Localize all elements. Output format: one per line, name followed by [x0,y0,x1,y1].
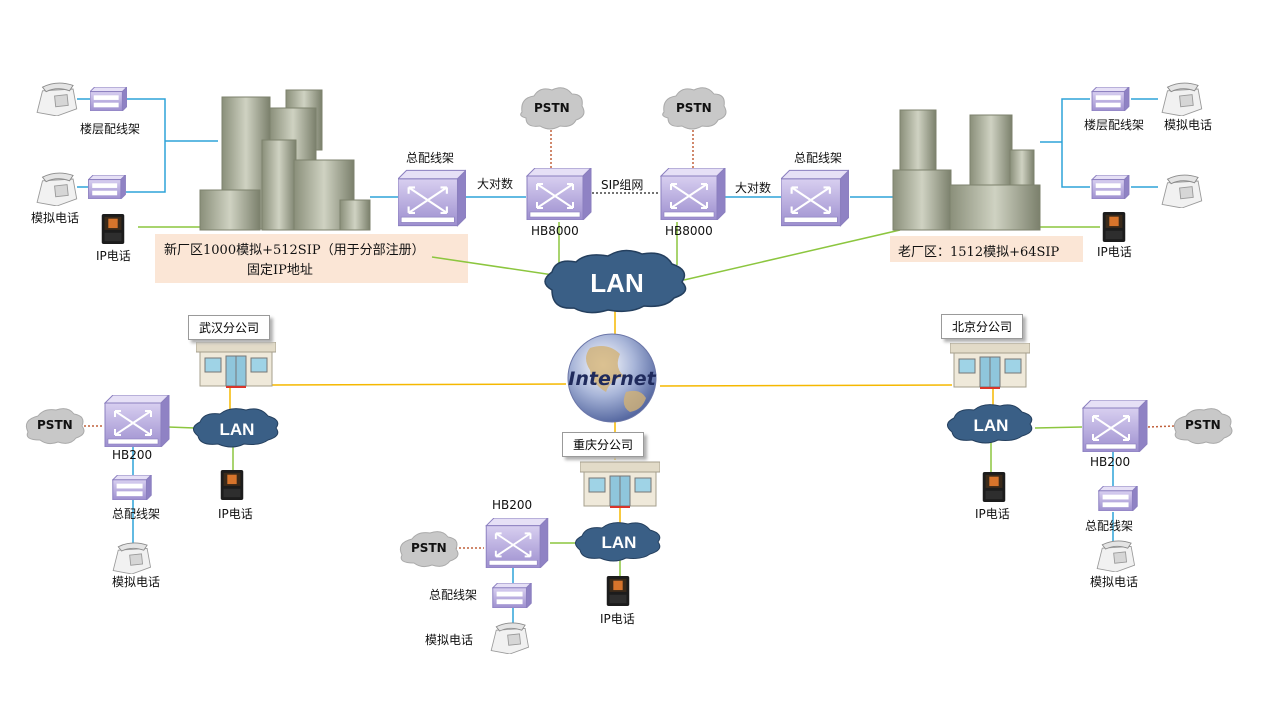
wuhan-pstn-label: PSTN [37,418,73,432]
new-area-label-line1: 新厂区1000模拟+512SIP（用于分部注册） [164,243,425,258]
chongqing-ip-phone-label: IP电话 [600,612,635,626]
chongqing-title: 重庆分公司 [562,432,645,457]
hq-lan-label: LAN [590,268,644,298]
left-hb8000-icon [526,168,592,220]
chongqing-ip-phone-icon [606,576,630,606]
right-main-rack-icon [781,169,849,227]
left-floor-rack-label: 楼层配线架 [80,122,141,136]
left-floor-rack-top-icon [90,87,127,111]
beijing-main-rack-label: 总配线架 [1085,519,1134,533]
chongqing-analog-phone-icon [490,622,530,654]
wuhan-lan-cloud-icon [193,408,279,448]
right-analog-phone-top-icon [1161,82,1203,116]
right-floor-rack-label: 楼层配线架 [1084,118,1145,132]
wuhan-office-icon [196,342,276,388]
left-floor-rack-bottom-icon [88,175,126,199]
beijing-ip-phone-icon [982,472,1006,502]
beijing-ip-phone-label: IP电话 [975,507,1010,521]
wuhan-hb200-icon [104,395,170,447]
beijing-analog-phone-icon [1096,540,1136,572]
beijing-lan-cloud-icon [947,404,1033,444]
left-analog-phone-top-icon [36,82,78,116]
chongqing-analog-phone-label: 模拟电话 [425,633,474,647]
wuhan-title: 武汉分公司 [188,315,271,340]
hq-pstn-right-cloud-icon [662,87,727,130]
hq-lan-cloud-icon [544,249,687,314]
wuhan-analog-phone-icon [112,542,152,574]
right-floor-rack-top-icon [1091,87,1130,111]
chongqing-lan-label: LAN [601,533,637,552]
right-analog-phone-label: 模拟电话 [1164,118,1213,132]
old-area-building-icon [892,109,1041,231]
hq-pstn-right-label: PSTN [676,101,712,115]
links [77,98,1176,625]
sip-link-label: SIP组网 [601,178,644,192]
wuhan-ip-phone-label: IP电话 [218,507,253,521]
wuhan-main-rack-label: 总配线架 [112,507,161,521]
new-area-building-icon [199,89,371,231]
wuhan-hb200-label: HB200 [112,448,153,462]
right-ip-phone-icon [1102,212,1126,242]
left-ip-phone-label: IP电话 [96,249,131,263]
beijing-hb200-label: HB200 [1090,455,1131,469]
chongqing-pstn-label: PSTN [411,541,447,555]
right-main-rack-label: 总配线架 [794,151,843,165]
right-trunk-label: 大对数 [735,181,772,195]
left-analog-phone-icon [36,172,78,206]
internet-globe-icon [567,333,657,423]
right-floor-rack-bottom-icon [1091,175,1130,199]
left-main-rack-icon [398,169,466,227]
right-hb8000-label: HB8000 [665,224,713,238]
wuhan-pstn-cloud-icon [25,408,85,445]
left-main-rack-label: 总配线架 [406,151,455,165]
left-hb8000-label: HB8000 [531,224,579,238]
beijing-lan-label: LAN [973,416,1009,435]
beijing-pstn-label: PSTN [1185,418,1221,432]
beijing-title: 北京分公司 [941,314,1024,339]
old-area-panel [890,236,1083,262]
right-analog-phone-bottom-icon [1161,174,1203,208]
internet-label: Internet [568,368,656,390]
chongqing-main-rack-icon [492,583,532,608]
chongqing-office-icon [580,461,660,509]
right-hb8000-icon [660,168,726,220]
beijing-hb200-icon [1082,400,1148,452]
new-area-panel [155,234,468,283]
chongqing-pstn-cloud-icon [399,531,459,568]
right-ip-phone-label: IP电话 [1097,245,1132,259]
hq-pstn-left-cloud-icon [520,87,585,130]
wuhan-main-rack-icon [112,475,152,500]
chongqing-lan-cloud-icon [575,522,661,562]
beijing-office-icon [950,343,1030,389]
new-area-label-line2: 固定IP地址 [247,263,313,278]
chongqing-hb200-label: HB200 [492,498,533,512]
old-area-label: 老厂区：1512模拟+64SIP [898,245,1060,260]
left-ip-phone-icon [101,214,125,244]
chongqing-main-rack-label: 总配线架 [429,588,478,602]
beijing-analog-phone-label: 模拟电话 [1090,575,1139,589]
beijing-main-rack-icon [1098,486,1138,511]
hq-pstn-left-label: PSTN [534,101,570,115]
wuhan-ip-phone-icon [220,470,244,500]
chongqing-hb200-icon [485,518,549,568]
left-analog-phone-label: 模拟电话 [31,211,80,225]
beijing-pstn-cloud-icon [1173,408,1233,445]
wuhan-analog-phone-label: 模拟电话 [112,575,161,589]
left-trunk-label: 大对数 [477,177,514,191]
wuhan-lan-label: LAN [219,420,255,439]
